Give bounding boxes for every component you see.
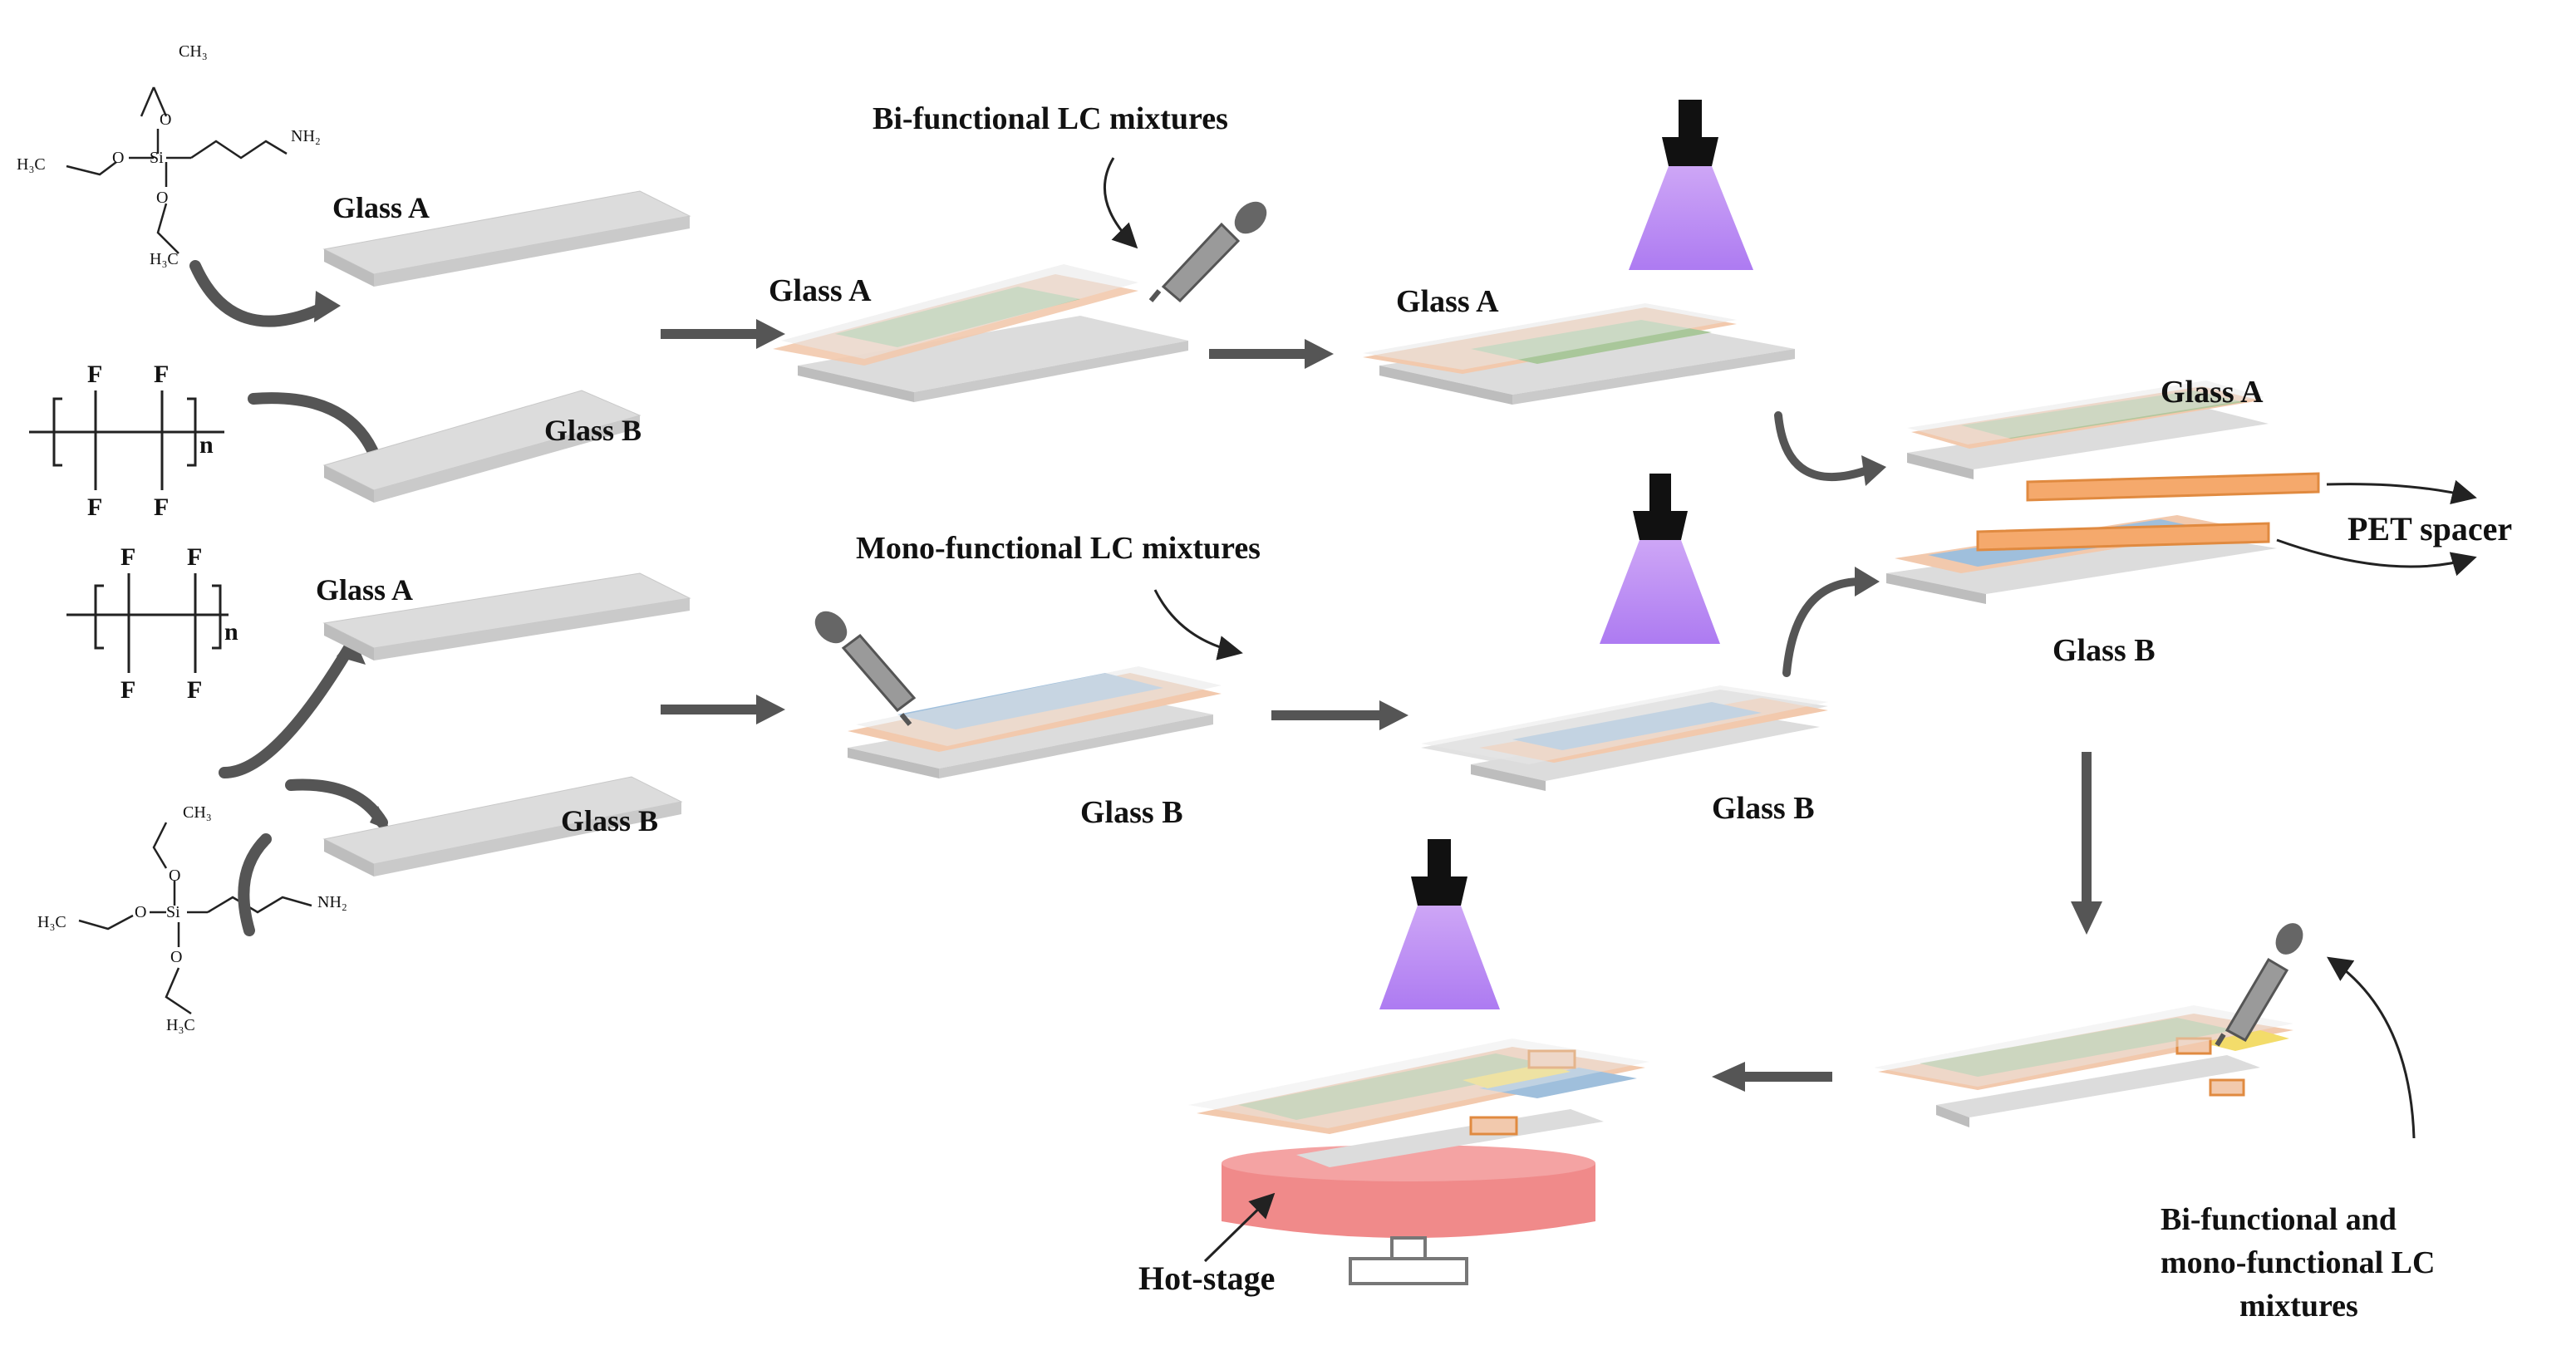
ch3-label: CH₃ xyxy=(179,42,208,61)
dropper-icon xyxy=(814,611,917,726)
fluorine-label: F xyxy=(187,543,202,571)
cell-final-filling xyxy=(1874,1005,2293,1127)
pet-pointer-arrow xyxy=(2276,538,2477,577)
ptfe-structure-top xyxy=(29,390,224,490)
bi-mono-label-line3: mixtures xyxy=(2239,1289,2358,1323)
assembly-glass-a xyxy=(1907,381,2269,479)
cell-uv-exposure-2 xyxy=(1421,685,1828,791)
o-label: O xyxy=(135,903,146,921)
bi-mono-label-line1: Bi-functional and xyxy=(2161,1202,2397,1237)
dropper-icon xyxy=(1148,201,1267,303)
hot-stage-label: Hot-stage xyxy=(1138,1260,1275,1297)
h3c-label: H₃C xyxy=(37,913,66,931)
fluorine-label: F xyxy=(154,361,169,388)
cell-uv-exposure-1 xyxy=(1363,303,1795,405)
pointer-arrow xyxy=(2327,956,2416,1139)
glass-b-label: Glass B xyxy=(2052,633,2156,668)
glass-b-label: Glass B xyxy=(1080,795,1183,830)
fluorine-label: F xyxy=(187,676,202,704)
o-label: O xyxy=(112,149,124,167)
n-label: n xyxy=(199,431,214,459)
uv-lamp-icon xyxy=(1629,100,1753,270)
glass-a-label: Glass A xyxy=(1396,284,1499,319)
pointer-arrow xyxy=(1153,589,1243,660)
glass-b-plate-1 xyxy=(322,390,642,503)
fluorine-label: F xyxy=(120,543,135,571)
fluorine-label: F xyxy=(154,493,169,521)
fluorine-label: F xyxy=(87,361,102,388)
fluorine-label: F xyxy=(87,493,102,521)
h3c-label: H₃C xyxy=(166,1016,195,1034)
nh2-label: NH₂ xyxy=(291,127,321,145)
aminosilane-structure-bottom xyxy=(78,822,312,1015)
uv-lamp-icon xyxy=(1600,474,1720,644)
glass-a-label: Glass A xyxy=(769,273,872,308)
o-label: O xyxy=(170,948,182,966)
h3c-label: H₃C xyxy=(17,155,46,174)
pet-spacer-label: PET spacer xyxy=(2347,510,2512,548)
glass-a-label: Glass A xyxy=(316,573,413,606)
uv-lamp-icon xyxy=(1379,839,1500,1009)
glass-b-plate-2 xyxy=(322,776,683,877)
process-arrows xyxy=(661,319,2102,1092)
dropper-icon xyxy=(2215,923,2303,1047)
reaction-arrowheads-left xyxy=(314,291,397,831)
si-label: Si xyxy=(150,149,164,167)
pointer-arrow xyxy=(1103,157,1138,249)
assembly-arrowheads xyxy=(1855,455,1886,597)
pet-pointer-arrow xyxy=(2326,479,2477,504)
mono-functional-label: Mono-functional LC mixtures xyxy=(856,531,1261,566)
h3c-label: H₃C xyxy=(150,250,179,268)
o-label: O xyxy=(169,867,180,885)
glass-b-label: Glass B xyxy=(561,804,658,837)
pet-spacer-strip xyxy=(1976,522,2270,552)
cell-on-hot-stage xyxy=(1188,1039,1649,1167)
bi-functional-label: Bi-functional LC mixtures xyxy=(873,101,1228,136)
o-label: O xyxy=(156,189,168,207)
hot-stage-pointer-arrow xyxy=(1203,1192,1276,1263)
si-label: Si xyxy=(166,903,180,921)
glass-a-label: Glass A xyxy=(332,191,430,224)
glass-a-plate-1 xyxy=(322,190,691,287)
nh2-label: NH₂ xyxy=(317,893,347,911)
ptfe-structure-bottom xyxy=(66,573,229,673)
o-label: O xyxy=(160,110,171,129)
hot-stage xyxy=(1222,1145,1595,1285)
fluorine-label: F xyxy=(120,676,135,704)
glass-a-label: Glass A xyxy=(2161,375,2264,410)
assembly-arrows xyxy=(1774,411,1874,677)
glass-b-label: Glass B xyxy=(544,414,642,447)
cell-bi-functional xyxy=(773,264,1188,402)
glass-b-label: Glass B xyxy=(1712,791,1815,826)
aminosilane-structure-top xyxy=(66,86,288,254)
glass-a-plate-2 xyxy=(322,572,691,660)
bi-mono-label-line2: mono-functional LC xyxy=(2161,1245,2435,1280)
n-label: n xyxy=(224,618,238,646)
pet-spacer-strip xyxy=(2026,472,2320,502)
cell-mono-functional xyxy=(848,666,1222,778)
ch3-label: CH₃ xyxy=(183,803,212,822)
